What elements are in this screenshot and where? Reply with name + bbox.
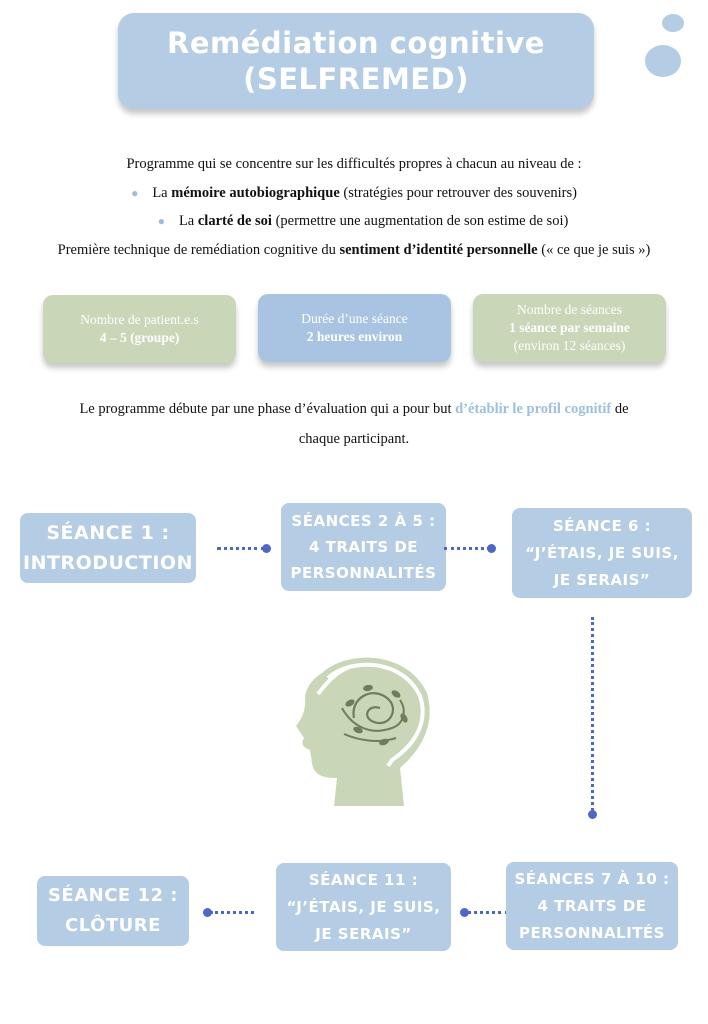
dots-decoration-icon	[645, 45, 681, 77]
bullet-icon: ●	[131, 186, 139, 200]
connector-end-dot	[262, 544, 271, 553]
card-value: 2 heures environ	[306, 329, 403, 344]
session-6: SÉANCE 6 : “J’ÉTAIS, JE SUIS, JE SERAIS”	[512, 508, 692, 598]
card-value: 1 séance par semaine	[509, 320, 630, 335]
session-2-5: SÉANCES 2 À 5 : 4 TRAITS DE PERSONNALITÉ…	[281, 503, 446, 591]
intro-identity-line: Première technique de remédiation cognit…	[57, 242, 651, 258]
connector-end-dot	[460, 908, 469, 917]
card-seances: Nombre de séances 1 séance par semaine (…	[473, 294, 666, 362]
connector-dots	[217, 547, 265, 550]
card-label: Nombre de séances	[517, 302, 622, 317]
connector-end-dot	[203, 908, 212, 917]
intro-line: Programme qui se concentre sur les diffi…	[126, 156, 582, 172]
bullet-icon: ●	[157, 214, 165, 228]
bullet-memoire: ●La mémoire autobiographique (stratégies…	[131, 185, 577, 201]
card-label: Nombre de patient.e.s	[80, 312, 199, 327]
card-value: 4 – 5 (groupe)	[99, 330, 180, 345]
card-duree: Durée d’une séance 2 heures environ	[258, 294, 451, 362]
card-value-2: (environ 12 séances)	[513, 338, 626, 353]
connector-end-dot	[588, 810, 597, 819]
card-label: Durée d’une séance	[301, 311, 408, 326]
title-banner: Remédiation cognitive (SELFREMED)	[118, 13, 594, 109]
session-7-10: SÉANCES 7 À 10 : 4 TRAITS DE PERSONNALIT…	[506, 862, 678, 950]
connector-dots	[467, 911, 509, 914]
connector-dots	[444, 547, 490, 550]
goal-line: Le programme débute par une phase d’éval…	[79, 401, 629, 417]
head-brain-icon	[296, 657, 430, 806]
session-12: SÉANCE 12 : CLÔTURE	[37, 876, 189, 946]
title-line-1: Remédiation cognitive	[167, 26, 545, 60]
connector-dots-vertical	[591, 617, 594, 811]
goal-line-2: chaque participant.	[298, 431, 410, 447]
session-1: SÉANCE 1 : INTRODUCTION	[20, 513, 196, 583]
card-patients: Nombre de patient.e.s 4 – 5 (groupe)	[43, 295, 236, 363]
connector-dots	[210, 911, 254, 914]
connector-end-dot	[487, 544, 496, 553]
session-11: SÉANCE 11 : “J’ÉTAIS, JE SUIS, JE SERAIS…	[276, 863, 451, 951]
title-line-2: (SELFREMED)	[243, 62, 469, 96]
dots-decoration-icon	[662, 14, 684, 32]
bullet-clarte: ●La clarté de soi (permettre une augment…	[157, 213, 569, 229]
